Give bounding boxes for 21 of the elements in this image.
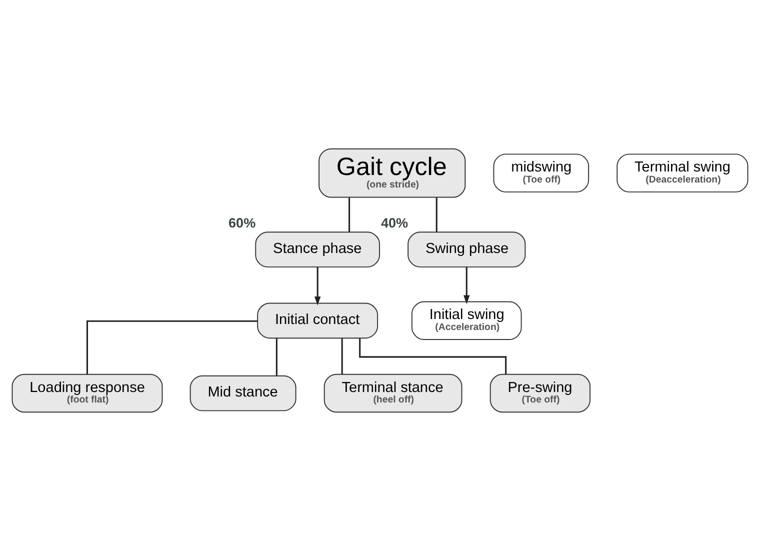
node-box: Initial contact	[257, 302, 378, 338]
connector	[436, 197, 438, 232]
node-box: Loading response (foot flat)	[12, 373, 163, 412]
node-label: 40%	[380, 214, 408, 230]
node-box: Terminal swing (Deacceleration)	[616, 153, 748, 192]
node-box: Pre-swing (Toe off)	[490, 373, 590, 412]
connector	[276, 338, 278, 376]
node-label: 60%	[228, 214, 256, 230]
arrow	[314, 266, 321, 305]
connector	[86, 320, 258, 374]
node-box: Mid stance	[190, 374, 296, 411]
node-box: Terminal stance (heel off)	[324, 373, 462, 412]
node-box: midswing (Toe off)	[493, 153, 590, 192]
node-box: Initial swing (Acceleration)	[411, 300, 522, 340]
connector	[348, 197, 350, 232]
connector	[359, 338, 507, 374]
node-box: Stance phase	[255, 231, 380, 267]
node-box: Gait cycle (one stride)	[318, 148, 466, 198]
arrow	[464, 266, 470, 304]
connector	[341, 338, 343, 374]
node-box: Swing phase	[408, 231, 526, 267]
